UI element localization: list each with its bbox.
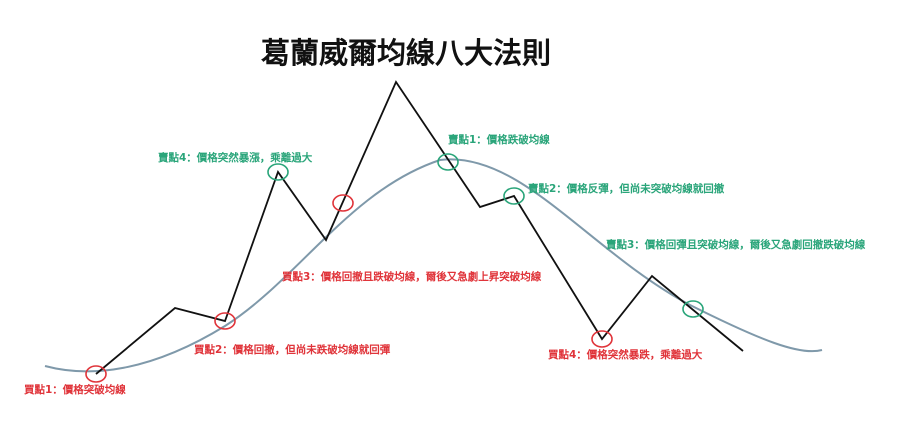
sell-point-3-marker bbox=[682, 300, 704, 318]
sell-point-2-marker bbox=[503, 187, 525, 205]
sell-point-4-marker bbox=[267, 163, 289, 181]
moving-average-curve bbox=[44, 158, 823, 373]
sell-point-4-label: 賣點4：價格突然暴漲，乘離過大 bbox=[157, 151, 313, 164]
diagram-title: 葛蘭威爾均線八大法則 bbox=[261, 36, 551, 70]
buy-point-3-marker bbox=[332, 194, 354, 212]
sell-point-3-label: 賣點3：價格回彈且突破均線，爾後又急劇回撤跌破均線 bbox=[605, 238, 866, 251]
price-line bbox=[95, 80, 744, 375]
buy-point-1-label: 買點1：價格突破均線 bbox=[24, 383, 126, 396]
sell-point-1-label: 賣點1：價格跌破均線 bbox=[447, 133, 550, 146]
sell-point-2-label: 賣點2：價格反彈，但尚未突破均線就回撤 bbox=[527, 182, 725, 195]
buy-point-1-marker bbox=[85, 365, 107, 383]
buy-point-3-label: 買點3：價格回撤且跌破均線，爾後又急劇上昇突破均線 bbox=[282, 270, 542, 283]
buy-point-4-marker bbox=[591, 330, 613, 348]
buy-point-4-label: 買點4：價格突然暴跌，乘離過大 bbox=[548, 348, 703, 361]
sell-point-1-marker bbox=[437, 153, 459, 171]
buy-point-2-label: 買點2：價格回撤，但尚未跌破均線就回彈 bbox=[194, 343, 391, 356]
buy-point-2-marker bbox=[214, 312, 236, 330]
